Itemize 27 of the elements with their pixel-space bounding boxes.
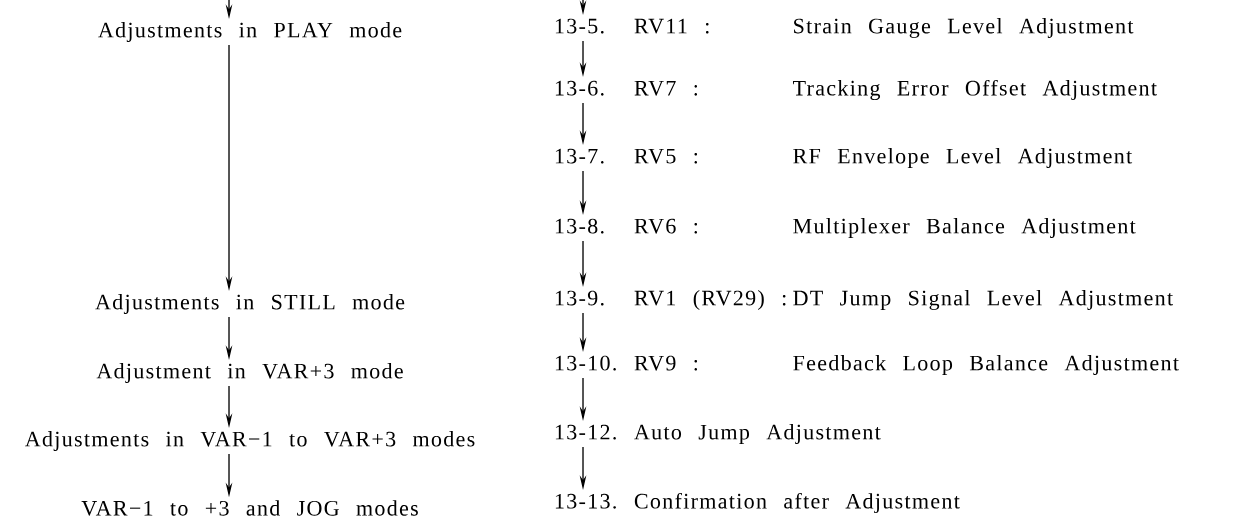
control-name: RV6 : [634, 218, 698, 234]
step-description: Strain Gauge Level Adjustment [794, 18, 1134, 38]
step-description: Feedback Loop Balance Adjustment [793, 355, 1179, 375]
step-number: 13-9. [555, 290, 604, 306]
step-description: DT Jump Signal Level Adjustment [793, 290, 1173, 310]
step-number: 13-13. [555, 493, 616, 509]
step-number: 13-12. [555, 424, 616, 440]
step-label: Adjustment in VAR+3 mode [96, 363, 403, 383]
control-name: RV5 : [634, 148, 698, 164]
step-number: 13-7. [555, 148, 604, 164]
step-label: VAR−1 to +3 and JOG modes [81, 500, 418, 516]
control-name: RV1 (RV29) : [634, 290, 786, 310]
step-number: 13-10. [555, 355, 616, 371]
step-number: 13-8. [555, 218, 604, 234]
step-label: Adjustments in STILL mode [95, 294, 405, 314]
step-label: Adjustments in VAR−1 to VAR+3 modes [25, 431, 475, 451]
step-description: Auto Jump Adjustment [634, 424, 881, 444]
step-description: Multiplexer Balance Adjustment [793, 218, 1136, 238]
step-description: RF Envelope Level Adjustment [793, 148, 1133, 168]
step-label: Adjustments in PLAY mode [98, 22, 402, 42]
step-number: 13-6. [555, 80, 604, 96]
step-number: 13-5. [555, 18, 604, 34]
control-name: RV11 : [634, 18, 709, 34]
control-name: RV7 : [634, 80, 698, 96]
control-name: RV9 : [634, 355, 698, 371]
step-description: Confirmation after Adjustment [634, 492, 960, 514]
step-description: Tracking Error Offset Adjustment [793, 79, 1157, 101]
